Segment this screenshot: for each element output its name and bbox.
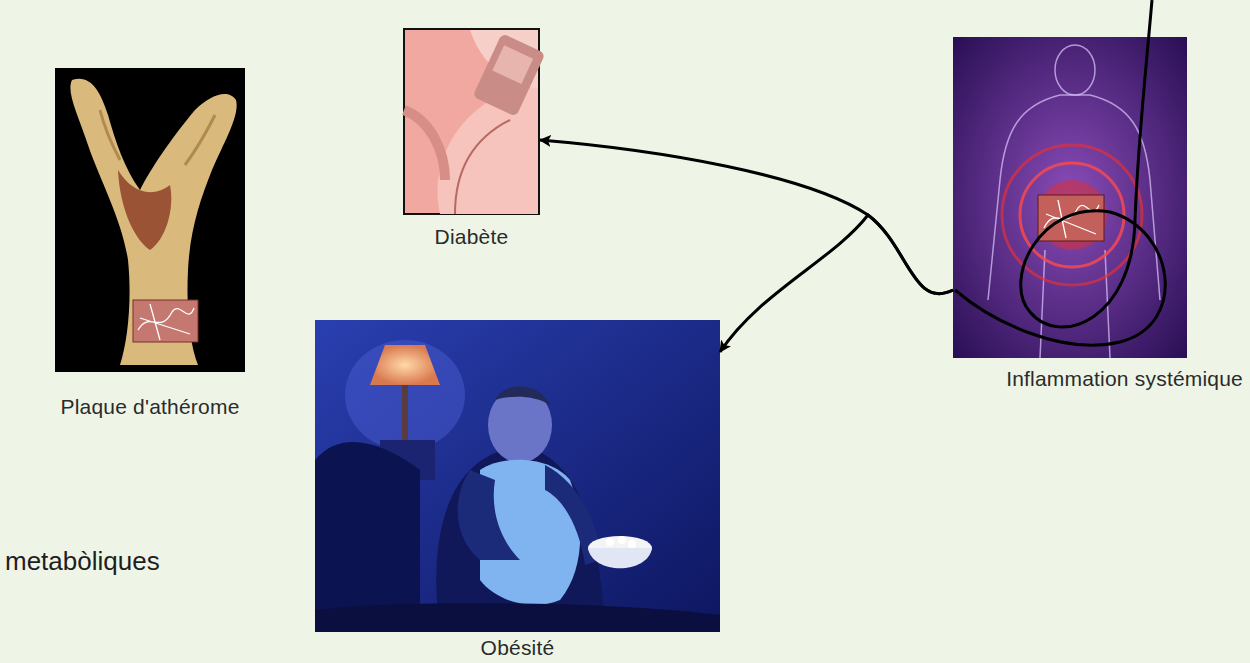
obesity-photo	[315, 320, 720, 632]
obesity-node: Obésité	[315, 320, 720, 661]
curved-arrow	[720, 215, 953, 352]
glucometer-photo	[404, 29, 546, 214]
picture-caption: Diabète	[403, 224, 540, 250]
body-inflammation-picture	[953, 0, 1187, 358]
text-fragment: metabòliques	[5, 546, 160, 577]
atheroma-node: Plaque d'athérome	[25, 68, 275, 420]
inflammation-node: Inflammation systémique	[953, 37, 1245, 392]
picture-caption: Obésité	[315, 635, 720, 661]
wire	[955, 0, 1165, 345]
picture-caption: Plaque d'athérome	[25, 394, 275, 420]
atheroma-photo	[55, 68, 245, 372]
picture-caption: Inflammation systémique	[953, 366, 1245, 392]
diabetes-node: Diabète	[403, 28, 540, 250]
curved-arrow	[540, 140, 953, 294]
